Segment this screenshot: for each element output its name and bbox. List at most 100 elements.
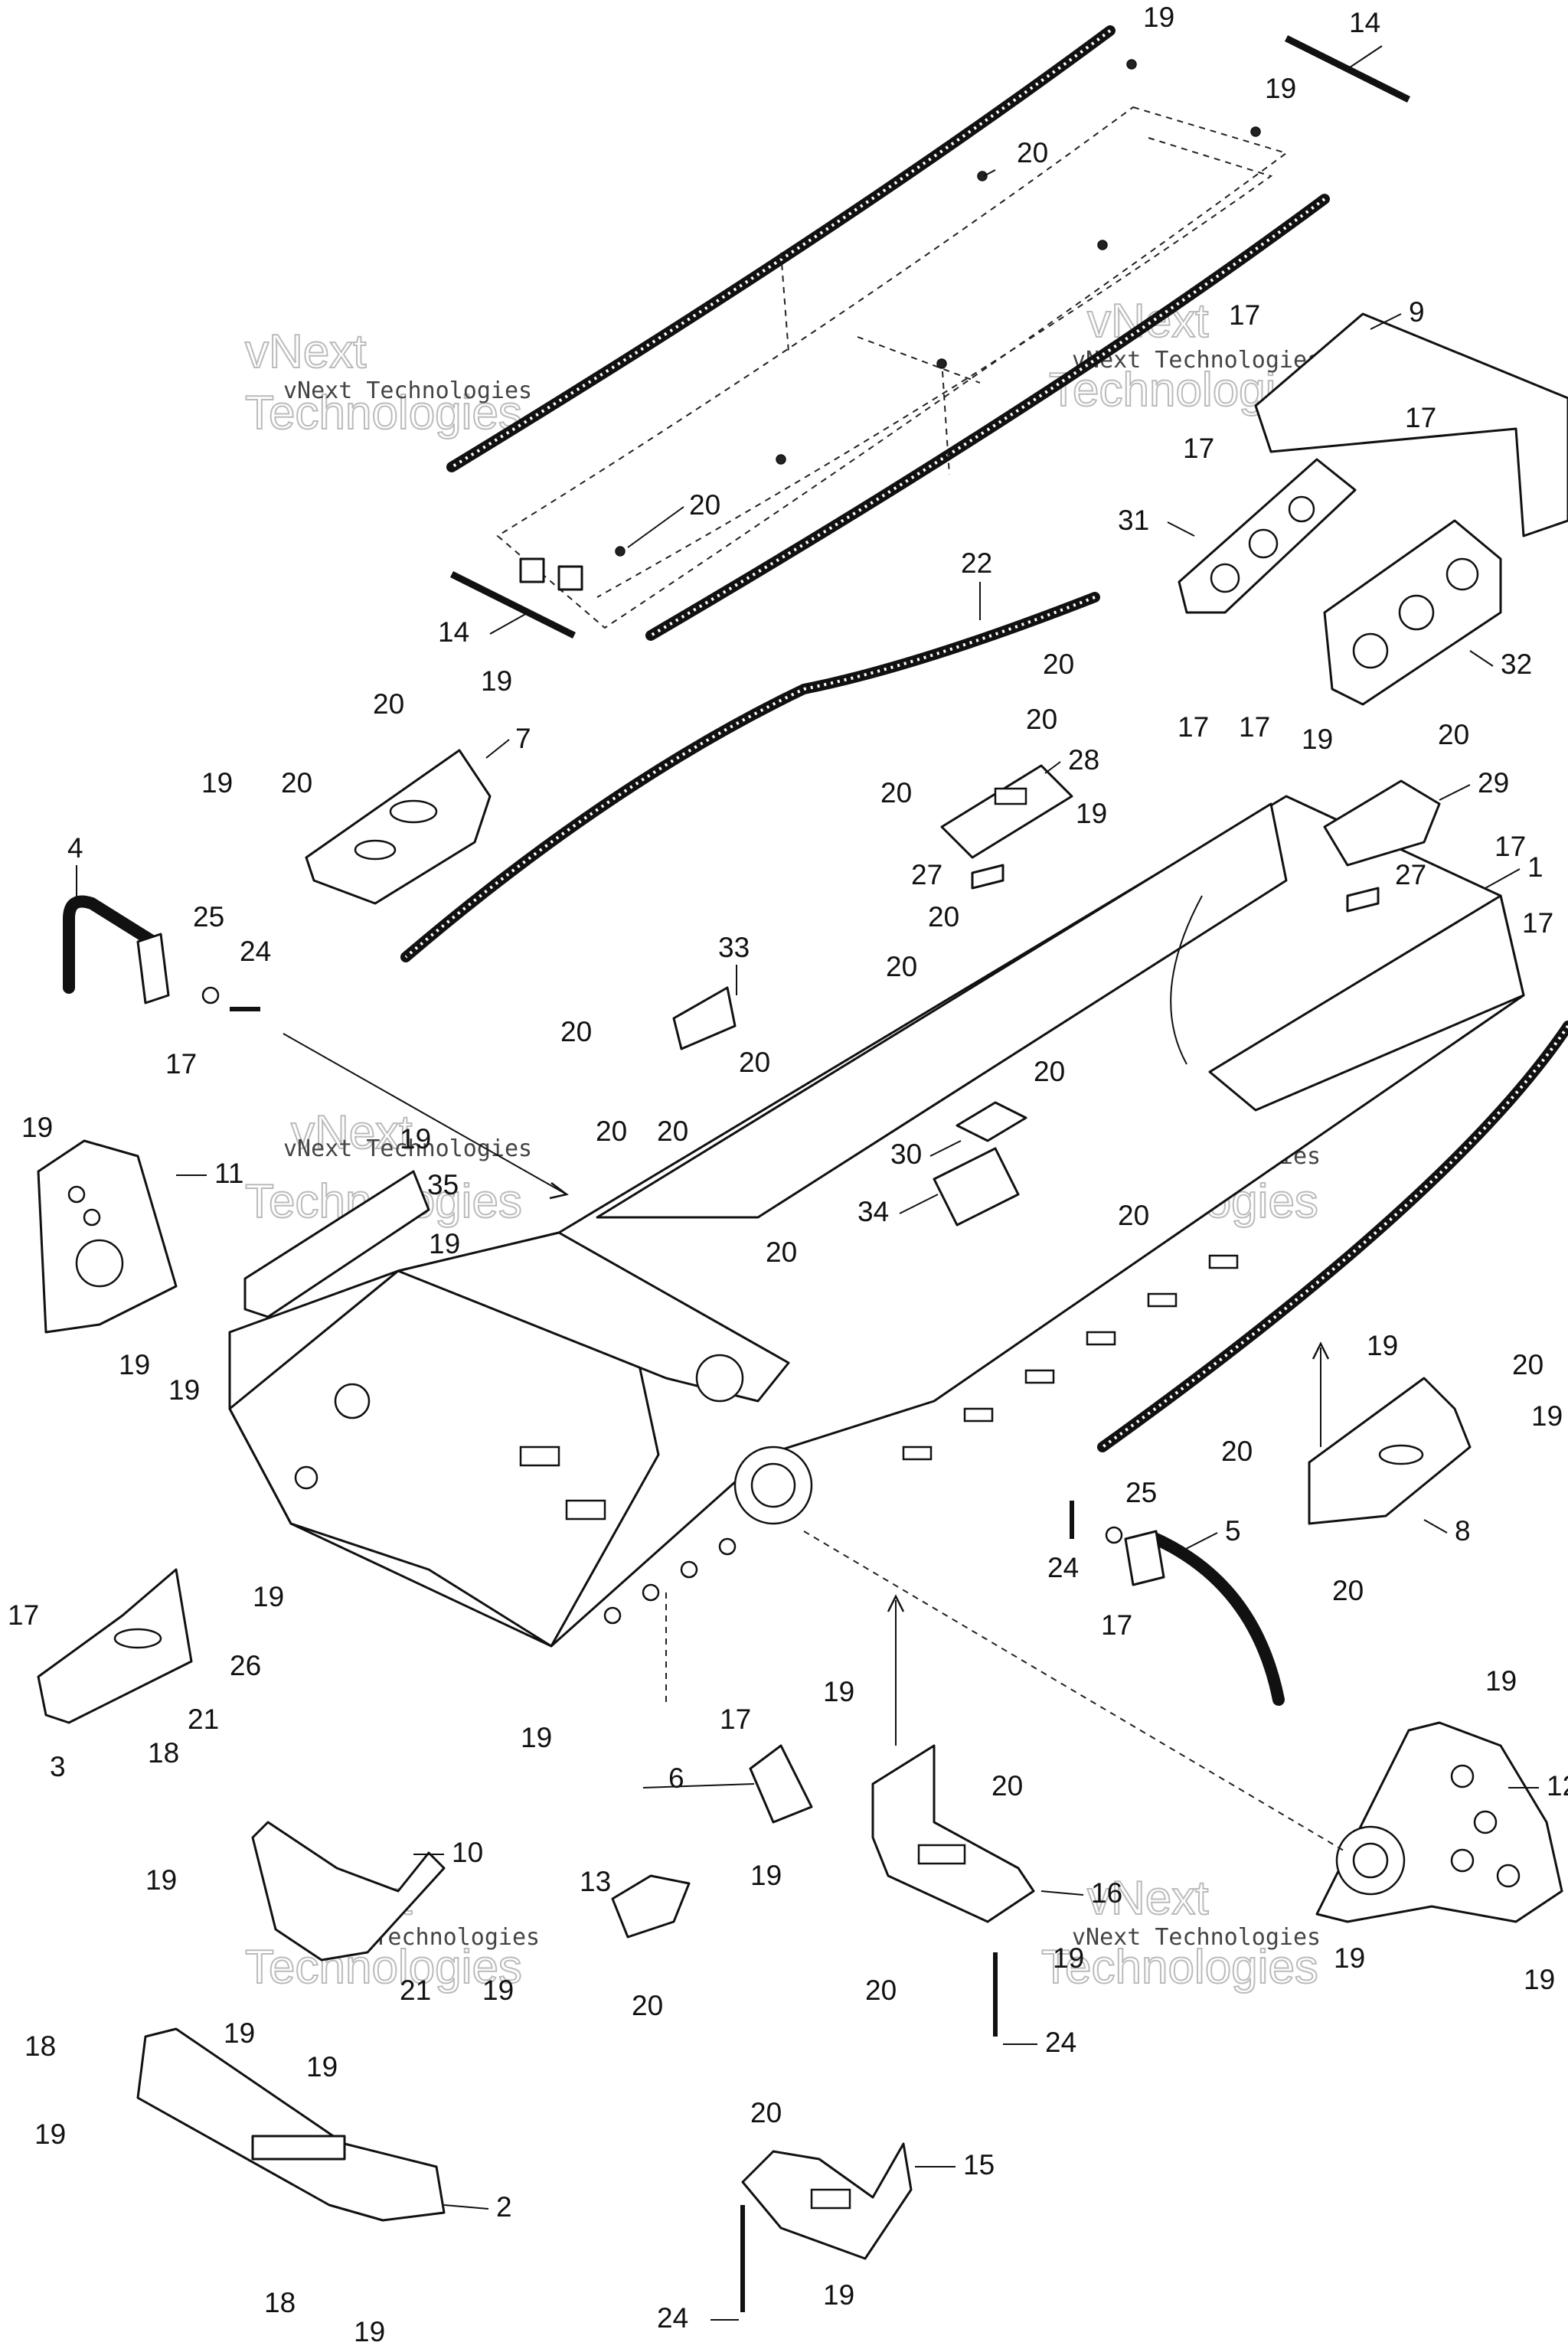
part-7-hole-2 bbox=[354, 839, 397, 861]
part-12-hole-1 bbox=[1450, 1764, 1475, 1788]
callouts: 19 14 19 20 9 17 17 17 20 31 22 14 20 32… bbox=[8, 2, 1568, 2347]
callout-18-b: 18 bbox=[24, 2030, 56, 2062]
part-16-bracket bbox=[871, 1744, 1035, 1923]
part-16-slot bbox=[917, 1844, 966, 1865]
bolt-20-a bbox=[977, 171, 988, 181]
watermark-small-3: vNext Technologies bbox=[283, 1135, 532, 1162]
callout-20-p28: 20 bbox=[1026, 704, 1057, 735]
assy-line-1 bbox=[803, 1530, 1348, 1854]
part-32-hole-2 bbox=[1398, 594, 1435, 631]
part-3-bracket bbox=[37, 1568, 193, 1724]
callout-21-a: 21 bbox=[188, 1704, 219, 1735]
part-4-handle bbox=[63, 895, 159, 994]
part-15-slot bbox=[810, 2188, 851, 2210]
leader-14-top bbox=[1347, 45, 1383, 70]
callout-20-top: 20 bbox=[1017, 137, 1048, 168]
callout-19-p12-b: 19 bbox=[1334, 1942, 1365, 1974]
callout-31: 31 bbox=[1118, 505, 1149, 536]
callout-20-p33: 20 bbox=[560, 1016, 592, 1047]
callout-20-rail: 20 bbox=[1043, 648, 1074, 680]
watermark-big-11: vNext bbox=[1087, 1872, 1208, 1925]
cover-knob-1 bbox=[519, 557, 545, 583]
right-long-rail bbox=[1097, 1021, 1568, 1452]
callout-19-top: 19 bbox=[1143, 2, 1174, 33]
rear-frame-parts bbox=[1178, 312, 1568, 706]
callout-9: 9 bbox=[1409, 296, 1425, 328]
part-7-hole-1 bbox=[389, 799, 438, 824]
part-10-bracket bbox=[251, 1821, 446, 1962]
part-31-hole-3 bbox=[1288, 495, 1315, 523]
callout-20-p15: 20 bbox=[750, 2097, 782, 2128]
part-3-hole bbox=[113, 1628, 162, 1649]
arrow-line-tunnel bbox=[1170, 895, 1203, 1065]
callout-19-p10-c: 19 bbox=[224, 2017, 255, 2049]
callout-24-p16: 24 bbox=[1045, 2027, 1076, 2058]
arrow-head-16 bbox=[887, 1594, 905, 1612]
tunnel-rear-panel bbox=[1208, 894, 1525, 1112]
callout-20-p13: 20 bbox=[632, 1990, 663, 2021]
leader-1 bbox=[1485, 868, 1521, 889]
tunnel-slot-5 bbox=[1024, 1369, 1055, 1384]
leader-28 bbox=[1044, 761, 1061, 774]
bolt-19-a bbox=[1126, 59, 1137, 70]
watermark-big-5: vNext bbox=[291, 1106, 412, 1159]
callout-18-c: 18 bbox=[264, 2287, 296, 2318]
callout-34: 34 bbox=[858, 1196, 889, 1227]
callout-19-front: 19 bbox=[253, 1581, 284, 1612]
part-12-hole-3 bbox=[1450, 1848, 1475, 1873]
callout-19-p11: 19 bbox=[21, 1112, 53, 1143]
watermark-big-10: Technologies bbox=[245, 1941, 522, 1994]
part-12-group bbox=[1315, 1721, 1563, 1923]
tunnel-footrest-hole-1 bbox=[603, 1606, 622, 1625]
callout-30: 30 bbox=[890, 1138, 922, 1170]
part-31-hole-2 bbox=[1248, 528, 1279, 559]
tunnel-footrest-hole-4 bbox=[718, 1537, 737, 1556]
callout-24-p15: 24 bbox=[657, 2302, 688, 2334]
callout-19-p29: 19 bbox=[1302, 724, 1333, 755]
tunnel-cover-assembly bbox=[446, 25, 1411, 641]
callout-19-p8-b: 19 bbox=[1531, 1400, 1563, 1432]
part-11-hole-1 bbox=[67, 1185, 86, 1204]
callout-29: 29 bbox=[1478, 767, 1509, 799]
callout-20-p34: 20 bbox=[1118, 1200, 1149, 1231]
callout-19-p35-b: 19 bbox=[429, 1228, 460, 1259]
part-25-washer bbox=[201, 986, 220, 1004]
tunnel-slot-4 bbox=[963, 1407, 994, 1423]
callout-19-p15: 19 bbox=[823, 2279, 854, 2311]
tunnel-front-top bbox=[397, 1231, 790, 1403]
callout-19-p6: 19 bbox=[750, 1860, 782, 1891]
callout-22: 22 bbox=[961, 547, 992, 579]
bolt-20-b bbox=[1097, 240, 1108, 250]
callout-27-a: 27 bbox=[911, 859, 942, 890]
left-panels bbox=[37, 1139, 430, 1334]
part-32-hole-1 bbox=[1352, 632, 1389, 669]
bolt-20-d bbox=[776, 454, 786, 465]
part-35-bar bbox=[243, 1170, 430, 1318]
callout-19-p28: 19 bbox=[1076, 798, 1107, 829]
part-7-group bbox=[305, 749, 492, 905]
callout-19-p12: 19 bbox=[1485, 1665, 1517, 1697]
callout-19-top-right: 19 bbox=[1265, 73, 1296, 104]
bolt-20-c bbox=[936, 358, 947, 369]
watermark-big-1: vNext bbox=[245, 325, 366, 378]
part-1-tunnel bbox=[228, 795, 1525, 1648]
callout-19-p7-left: 19 bbox=[201, 767, 233, 799]
callout-32: 32 bbox=[1501, 648, 1532, 680]
rail-top-right-holes bbox=[649, 198, 1326, 637]
callout-20-p7: 20 bbox=[373, 688, 404, 720]
part-12-hole-2 bbox=[1473, 1810, 1498, 1834]
callout-17-f: 17 bbox=[1494, 831, 1526, 862]
callout-3: 3 bbox=[50, 1751, 66, 1782]
tunnel-slot-7 bbox=[1147, 1292, 1178, 1308]
small-brackets bbox=[672, 764, 1441, 1227]
callout-20-p7-left: 20 bbox=[281, 767, 312, 799]
callout-17-b: 17 bbox=[1405, 402, 1436, 433]
tunnel-slot-1 bbox=[519, 1446, 560, 1467]
leader-14-bottom bbox=[489, 612, 529, 635]
callout-27-b: 27 bbox=[1395, 859, 1426, 890]
part-13-bracket bbox=[611, 1874, 691, 1939]
leader-34 bbox=[899, 1194, 939, 1214]
callout-20-cover: 20 bbox=[689, 489, 720, 521]
leader-2 bbox=[443, 2204, 489, 2210]
